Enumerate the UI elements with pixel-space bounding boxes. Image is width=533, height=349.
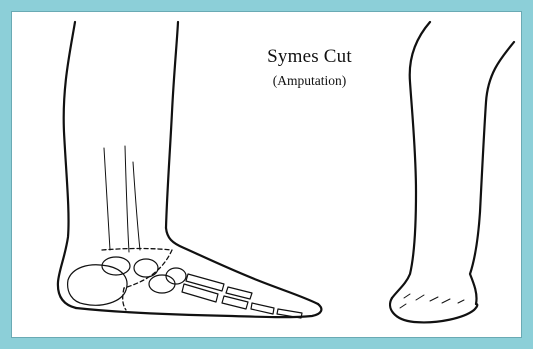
fibula-line	[133, 162, 140, 250]
figure-subtitle: (Amputation)	[12, 73, 522, 89]
tibia-line-2	[125, 146, 129, 252]
stump-scar-3	[430, 297, 438, 301]
dorsum-outline	[166, 228, 318, 304]
amputation-cut-line	[102, 249, 172, 289]
metatarsal-2	[186, 274, 224, 291]
stump-scar-4	[442, 299, 450, 303]
stump-scar-2	[416, 295, 424, 300]
stump-end-outline	[390, 298, 477, 322]
phalanx-2	[251, 303, 274, 314]
illustration-panel: Symes Cut (Amputation)	[11, 11, 522, 338]
cuneiform-bone	[149, 275, 175, 293]
figure-title: Symes Cut	[12, 46, 522, 68]
tibia-line	[104, 148, 110, 250]
calcaneus-bone	[68, 265, 127, 305]
stump-scar-5	[400, 304, 406, 308]
metatarsal-1	[182, 284, 218, 302]
stump-scar-6	[458, 300, 464, 303]
stump-scar-1	[404, 294, 410, 298]
navicular-bone	[134, 259, 158, 277]
